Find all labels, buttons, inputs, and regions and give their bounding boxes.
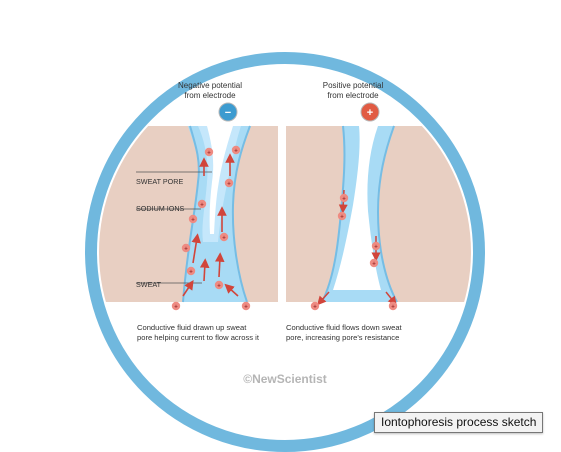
ion-sign: + [391,305,395,311]
sodium-ion-icon: + [371,241,381,251]
sodium-ion-icon: + [171,301,181,311]
sodium-ion-icon: + [231,145,241,155]
sodium-ion-icon: + [241,301,251,311]
sodium-ion-icon: + [186,266,196,276]
left-panel: SWEAT PORE SODIUM IONS SWEAT + + + [99,125,278,311]
sodium-ion-icon: + [188,214,198,224]
downward-arrow-icon [385,291,397,306]
right-heading-line-2: from electrode [327,91,379,100]
sodium-ion-icon: + [214,280,224,290]
left-ion-set: + + + + + + + + + + + [171,145,251,311]
sodium-ion-icon: + [388,301,398,311]
ion-sign: + [244,305,248,311]
plus-electrode-icon [360,102,380,122]
right-pore-core [333,126,381,290]
sweat-label: SWEAT [136,280,162,289]
sodium-ion-icon: + [224,178,234,188]
outer-ring [85,52,485,452]
ion-sign: + [200,203,204,209]
ion-sign: + [184,247,188,253]
right-panel: + + + + + + [286,125,471,311]
upward-arrow-icon [182,280,194,297]
ion-sign: + [227,182,231,188]
tooltip-caption: Iontophoresis process sketch [374,412,544,433]
right-caption-line-1: Conductive fluid flows down sweat [286,323,403,332]
left-caption-line-1: Conductive fluid drawn up sweat [137,323,247,332]
sodium-ion-icon: + [219,232,229,242]
newscientist-watermark: ©NewScientist [243,372,327,386]
upward-arrow-icon [191,233,201,264]
left-heading-line-2: from electrode [184,91,236,100]
ion-sign: + [222,236,226,242]
sodium-ion-icon: + [337,211,347,221]
sweat-pore-label: SWEAT PORE [136,177,183,186]
right-pore-edge [231,125,251,303]
right-skin-block [286,126,471,302]
ion-sign: + [374,245,378,251]
upward-arrow-icon [214,252,225,278]
left-heading-line-1: Negative potential [178,81,242,90]
ion-sign: + [313,305,317,311]
upward-arrow-icon [224,283,239,297]
left-pore-core [207,126,233,234]
right-heading-line-1: Positive potential [323,81,384,90]
positive-electrode-group: Positive potential from electrode + [323,81,384,122]
sodium-ion-icon: + [204,147,214,157]
positive-symbol: + [367,107,373,119]
left-caption-line-2: pore helping current to flow across it [137,333,260,342]
ion-sign: + [189,270,193,276]
ion-sign: + [342,197,346,203]
sodium-ion-icon: + [197,199,207,209]
right-panel-right-edge [376,125,398,303]
sodium-ion-icon: + [310,301,320,311]
right-caption-line-2: pore, increasing pore's resistance [286,333,399,342]
upward-arrow-icon [199,258,210,282]
left-pore-edge [182,125,200,303]
negative-symbol: − [225,107,231,119]
ion-sign: + [234,149,238,155]
downward-arrow-icon [316,291,330,306]
ion-sign: + [372,262,376,268]
sodium-ion-icon: + [369,258,379,268]
ion-sign: + [174,305,178,311]
left-arrow-set [182,153,239,297]
ion-sign: + [340,215,344,221]
sodium-ion-icon: + [181,243,191,253]
ion-sign: + [217,284,221,290]
left-skin-block [99,126,278,302]
sodium-ions-label: SODIUM IONS [136,204,185,213]
negative-electrode-group: Negative potential from electrode − [178,81,242,122]
minus-electrode-icon [218,102,238,122]
sodium-ion-icon: + [339,193,349,203]
ion-sign: + [207,151,211,157]
panel-area: SWEAT PORE SODIUM IONS SWEAT + + + [99,125,471,311]
ion-sign: + [191,218,195,224]
